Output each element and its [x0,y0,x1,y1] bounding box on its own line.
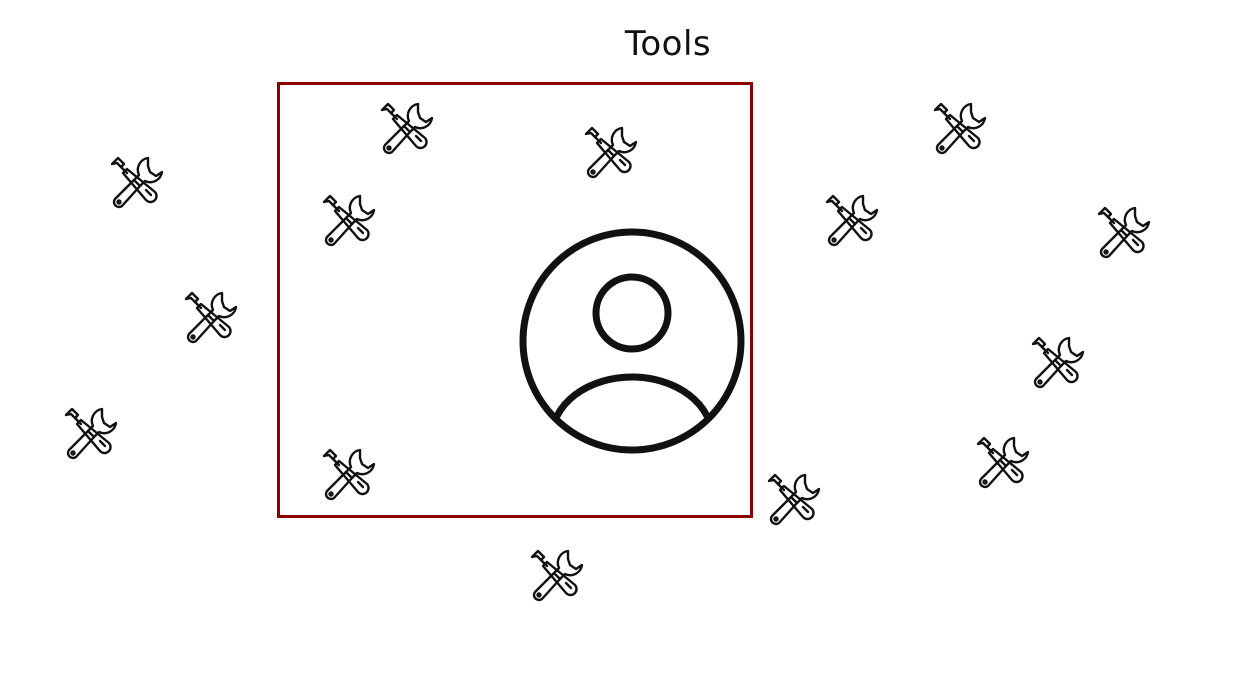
user-avatar-icon [518,227,746,455]
wrench-screwdriver-icon [765,471,823,529]
selection-frame [277,82,753,518]
wrench-screwdriver-icon [320,192,378,250]
diagram-title: Tools [624,24,712,64]
wrench-screwdriver-icon [931,100,989,158]
wrench-screwdriver-icon [182,289,240,347]
wrench-screwdriver-icon [528,547,586,605]
wrench-screwdriver-icon [320,446,378,504]
wrench-screwdriver-icon [974,434,1032,492]
wrench-screwdriver-icon [62,405,120,463]
wrench-screwdriver-icon [582,124,640,182]
wrench-screwdriver-icon [108,154,166,212]
wrench-screwdriver-icon [378,100,436,158]
wrench-screwdriver-icon [823,192,881,250]
wrench-screwdriver-icon [1095,204,1153,262]
wrench-screwdriver-icon [1029,334,1087,392]
